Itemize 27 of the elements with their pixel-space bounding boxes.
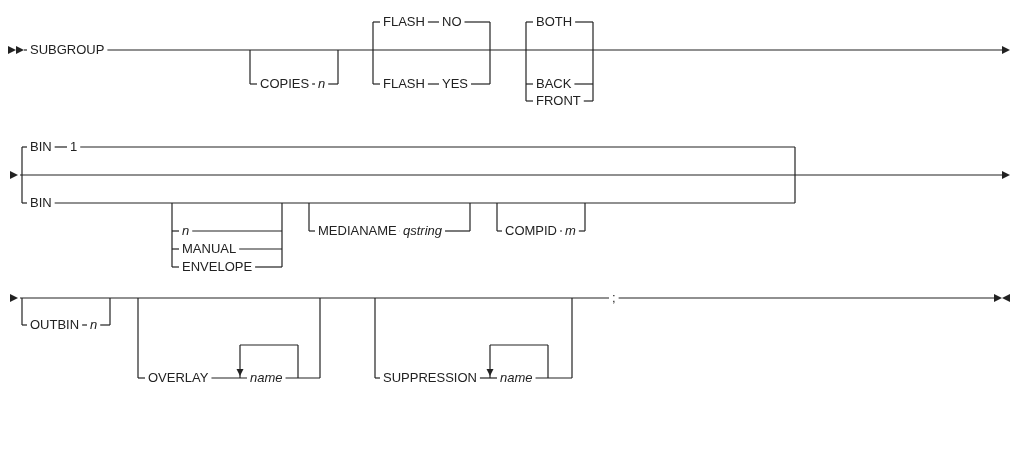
keyword-text: SUPPRESSION xyxy=(383,371,477,385)
keyword-text: BOTH xyxy=(536,15,573,29)
variable-text: n xyxy=(90,318,98,332)
keyword-text: COPIES xyxy=(260,77,310,91)
keyword-text: FLASH xyxy=(383,77,425,91)
keyword-text: NO xyxy=(442,15,462,29)
variable-text: n xyxy=(318,77,326,91)
keyword-text: OVERLAY xyxy=(148,371,209,385)
keyword-text: YES xyxy=(442,77,468,91)
keyword-text: MANUAL xyxy=(182,242,237,256)
keyword-text: BACK xyxy=(536,77,572,91)
variable-text: name xyxy=(500,371,533,385)
keyword-text: BIN xyxy=(30,196,52,210)
variable-text: name xyxy=(250,371,283,385)
keyword-text: MEDIANAME xyxy=(318,224,397,238)
keyword-text: BIN xyxy=(30,140,52,154)
keyword-text: SUBGROUP xyxy=(30,43,105,57)
variable-text: qstring xyxy=(403,224,443,238)
terminator-text: ; xyxy=(612,291,616,305)
keyword-text: FLASH xyxy=(383,15,425,29)
keyword-text: ENVELOPE xyxy=(182,260,253,274)
value-text: 1 xyxy=(70,140,78,154)
keyword-text: OUTBIN xyxy=(30,318,80,332)
variable-text: m xyxy=(565,224,576,238)
variable-text: n xyxy=(182,224,190,238)
keyword-text: COMPID xyxy=(505,224,557,238)
keyword-text: FRONT xyxy=(536,94,581,108)
